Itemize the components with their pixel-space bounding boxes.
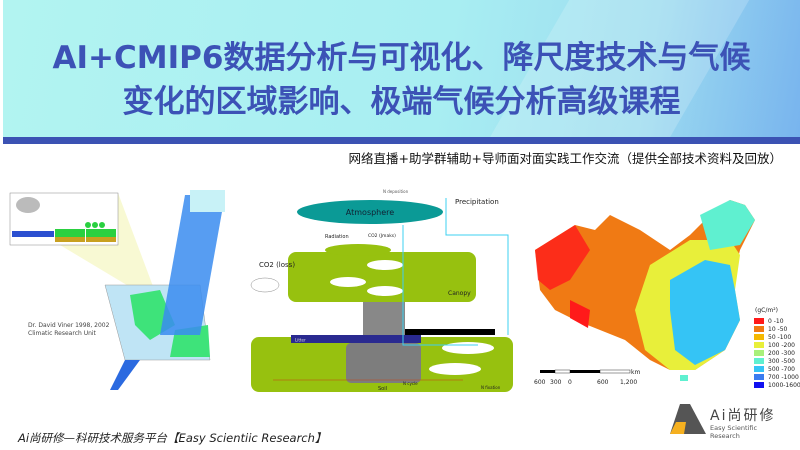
legend-label: 700 -1000 — [768, 374, 799, 381]
label-atmosphere: Atmosphere — [346, 208, 395, 217]
legend-label: 300 -500 — [768, 358, 795, 365]
legend-label: 1000-1600 — [768, 382, 800, 389]
title-line-1: AI+CMIP6数据分析与可视化、降尺度技术与气候 — [52, 40, 751, 76]
legend-label: 100 -200 — [768, 342, 795, 349]
label-soil: Soil — [378, 386, 387, 392]
scale-bar: km 600 300 0 600 1,200 — [534, 369, 640, 386]
legend-label: 200 -300 — [768, 350, 795, 357]
ecosystem-model-diagram: N deposition Atmosphere Precipitation Ra… — [243, 185, 518, 395]
scale-label: 0 — [568, 379, 572, 386]
label-co2-loss: CO2 (loss) — [259, 261, 295, 269]
legend-label: 0 -10 — [768, 318, 784, 325]
legend-swatch — [754, 366, 764, 372]
legend-swatch — [754, 382, 764, 388]
label-litter: Litter — [295, 338, 306, 343]
legend-title: (gC/m²) — [755, 307, 778, 314]
legend-swatch — [754, 318, 764, 324]
legend-swatch — [754, 342, 764, 348]
label-canopy: Canopy — [448, 290, 471, 297]
legend-swatch — [754, 358, 764, 364]
legend-label: 500 -700 — [768, 366, 795, 373]
logo-name: Ai尚研修 — [710, 408, 776, 424]
title-line-2: 变化的区域影响、极端气候分析高级课程 — [122, 84, 681, 120]
brand-logo: Ai尚研修 Easy Scientific Research — [668, 402, 788, 440]
label-n-deposition: N deposition — [383, 189, 409, 194]
figure-credit-org: Climatic Research Unit — [28, 330, 97, 337]
scale-label: 300 — [550, 379, 562, 386]
climate-model-grid-figure: Dr. David Viner 1998, 2002 Climatic Rese… — [9, 190, 225, 390]
scale-label: 1,200 — [620, 379, 637, 386]
label-precipitation: Precipitation — [455, 198, 499, 206]
subtitle: 网络直播+助学群辅助+导师面对面实践工作交流（提供全部技术资料及回放） — [348, 151, 782, 166]
logo-mark-icon — [670, 404, 706, 434]
legend-swatch — [754, 374, 764, 380]
label-n-cycle: N cycle — [403, 381, 418, 386]
scale-label: 600 — [597, 379, 609, 386]
legend-swatch — [754, 350, 764, 356]
label-radiation: Radiation — [325, 234, 349, 240]
legend-label: 50 -100 — [768, 334, 791, 341]
scale-label: 600 — [534, 379, 546, 386]
platform-footer: Ai尚研修—科研技术服务平台【Easy Scientiic Research】 — [18, 431, 327, 445]
legend-swatch — [754, 326, 764, 332]
page-title: AI+CMIP6数据分析与可视化、降尺度技术与气候 变化的区域影响、极端气候分析… — [3, 36, 800, 124]
divider-bar — [3, 137, 800, 144]
figure-credit: Dr. David Viner 1998, 2002 — [28, 322, 110, 329]
title-banner: AI+CMIP6数据分析与可视化、降尺度技术与气候 变化的区域影响、极端气候分析… — [3, 0, 800, 137]
logo-tagline: Easy Scientific Research — [710, 424, 758, 440]
legend-swatch — [754, 334, 764, 340]
legend-label: 10 -50 — [768, 326, 788, 333]
label-co2: CO2 (Jmaks) — [368, 233, 396, 239]
label-n-fixation: N fixation — [481, 385, 501, 390]
scale-unit: km — [631, 369, 640, 376]
